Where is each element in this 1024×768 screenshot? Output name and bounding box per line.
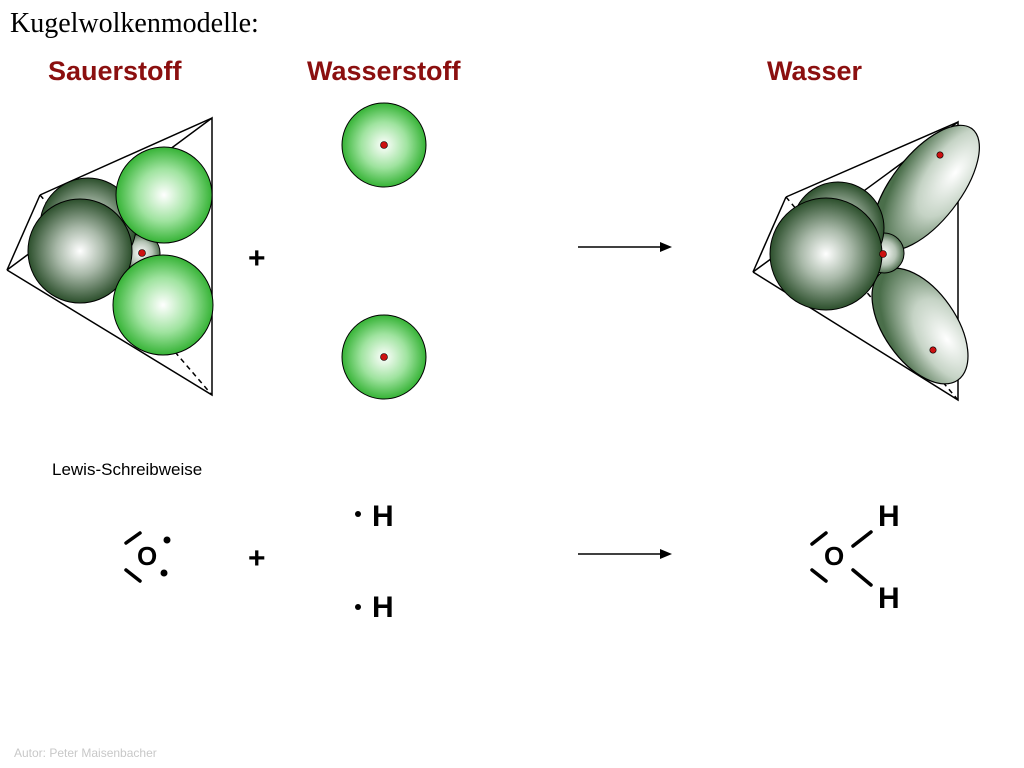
bond-line-bottom [851, 568, 873, 587]
unpaired-electron [163, 536, 171, 544]
bond-line-top [851, 530, 873, 548]
lewis-hydrogen-symbol-top: H [372, 500, 394, 533]
author-footer: Autor: Peter Maisenbacher [14, 746, 157, 760]
hydrogen-nucleus [380, 141, 388, 149]
oxygen-cloud-bottom-green [112, 254, 214, 356]
page-title: Kugelwolkenmodelle: [10, 8, 259, 39]
hydrogen-atom-bottom [341, 314, 427, 400]
heading-hydrogen: Wasserstoff [307, 56, 461, 86]
plus-sign-models: + [248, 242, 266, 275]
heading-oxygen: Sauerstoff [48, 56, 182, 86]
lewis-label: Lewis-Schreibweise [52, 460, 203, 479]
unpaired-electron [160, 569, 168, 577]
reaction-arrow-bottom [578, 549, 672, 559]
lewis-water-oxygen-symbol: O [824, 541, 845, 571]
hydrogen-atom-top [341, 102, 427, 188]
hydrogen-electron-dot [355, 604, 361, 610]
water-cloud-front-dark [769, 197, 883, 311]
plus-sign-lewis: + [248, 542, 266, 575]
water-model [752, 120, 980, 402]
heading-water: Wasser [767, 56, 863, 86]
lewis-oxygen-symbol: O [137, 541, 158, 571]
reaction-arrow-top [578, 242, 672, 252]
oxygen-model [6, 116, 214, 397]
lone-pair-bar [810, 531, 828, 546]
oxygen-nucleus [138, 249, 146, 257]
lewis-hydrogen-symbol-bottom: H [372, 591, 394, 624]
lewis-oxygen-electrons [124, 531, 171, 583]
lone-pair-bar [124, 531, 142, 545]
lone-pair-bar [810, 568, 828, 583]
water-hydrogen-nucleus-bottom [929, 346, 937, 354]
lewis-water-hydrogen-bottom: H [878, 582, 900, 615]
hydrogen-electron-dot [355, 511, 361, 517]
lone-pair-bar [124, 568, 142, 583]
oxygen-cloud-top-green [115, 146, 213, 244]
hydrogen-nucleus [380, 353, 388, 361]
water-hydrogen-nucleus-top [936, 151, 944, 159]
oxygen-cloud-front-dark [27, 198, 133, 304]
lewis-water-bonds [810, 530, 873, 587]
lewis-water-hydrogen-top: H [878, 500, 900, 533]
water-oxygen-nucleus [879, 250, 887, 258]
